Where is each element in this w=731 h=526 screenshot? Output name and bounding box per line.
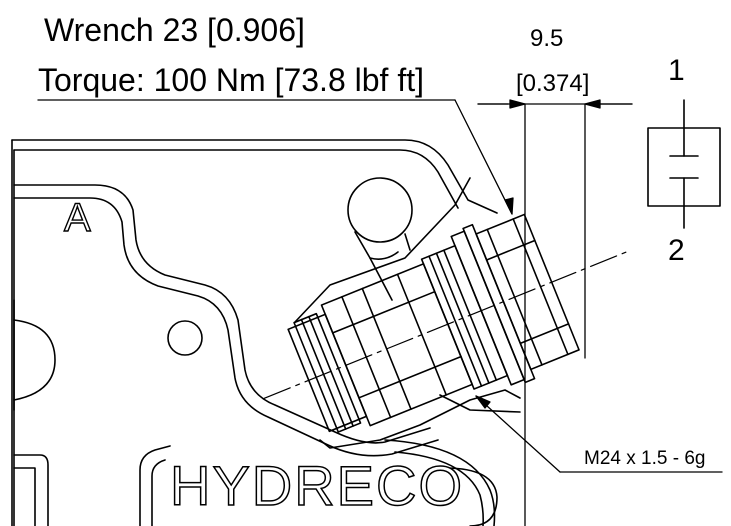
port-a-label: A	[63, 196, 91, 240]
hydreco-logo-outline	[444, 467, 498, 526]
torque-leader	[37, 99, 514, 215]
fitting-assembly	[263, 213, 627, 433]
thread-spec-label: M24 x 1.5 - 6g	[584, 448, 706, 469]
check-valve-symbol	[647, 99, 721, 229]
lower-pocket	[13, 439, 496, 526]
torque-label: Torque: 100 Nm [73.8 lbf ft]	[38, 62, 424, 98]
symbol-port-1-label: 1	[668, 54, 685, 87]
symbol-port-2-label: 2	[668, 234, 685, 267]
reference-circle	[167, 320, 203, 356]
dimension-9-5	[477, 99, 633, 526]
ball-element	[347, 177, 413, 301]
manifold-body	[11, 139, 498, 526]
dimension-inch-label: [0.374]	[516, 70, 590, 97]
wrench-size-label: Wrench 23 [0.906]	[44, 12, 305, 48]
housing-section	[294, 177, 521, 449]
dimension-mm-label: 9.5	[530, 25, 564, 52]
brand-label: HYDRECO	[169, 454, 465, 517]
thread-leader	[475, 395, 723, 473]
port-a-cavity	[13, 184, 439, 457]
